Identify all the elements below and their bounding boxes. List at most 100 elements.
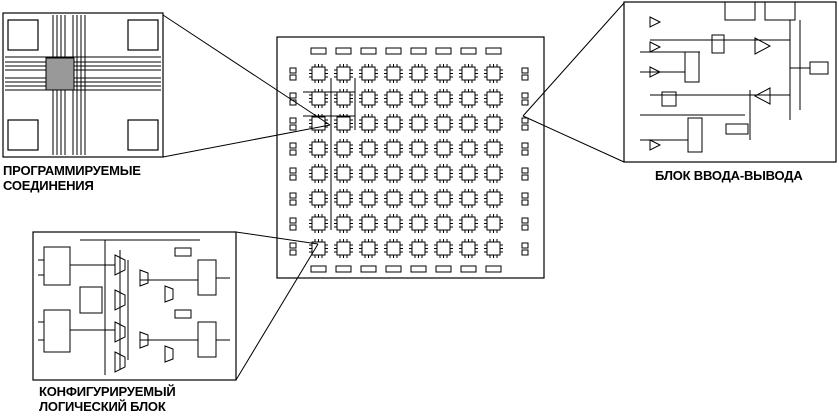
logic-block — [359, 64, 378, 83]
interconnect-lines — [5, 15, 161, 155]
interconnect-label: ПРОГРАММИРУЕМЫЕ СОЕДИНЕНИЯ — [3, 163, 141, 193]
logic-block — [309, 114, 328, 133]
logic-block — [359, 114, 378, 133]
logic-block — [384, 164, 403, 183]
logic-block — [359, 214, 378, 233]
logic-block — [384, 189, 403, 208]
logic-block — [434, 189, 453, 208]
io-pad — [385, 265, 402, 273]
io-pad — [521, 224, 529, 231]
logic-block — [434, 164, 453, 183]
io-pad — [289, 149, 297, 156]
io-pad — [521, 74, 529, 81]
io-pad — [485, 47, 502, 55]
logic-block — [409, 114, 428, 133]
io-pad — [485, 265, 502, 273]
io-pad — [289, 74, 297, 81]
io-block-label-text: БЛОК ВВОДА-ВЫВОДА — [655, 168, 803, 183]
logic-block — [334, 139, 353, 158]
io-pad — [521, 217, 529, 224]
io-pad — [335, 47, 352, 55]
logic-block — [359, 239, 378, 258]
io-pad — [289, 99, 297, 106]
logic-block — [434, 214, 453, 233]
logic-block — [359, 189, 378, 208]
logic-block — [484, 239, 503, 258]
logic-block — [309, 139, 328, 158]
logic-block — [359, 139, 378, 158]
logic-block — [384, 214, 403, 233]
logic-block — [359, 164, 378, 183]
interconnect-label-line2: СОЕДИНЕНИЯ — [3, 178, 94, 193]
io-pad — [289, 124, 297, 131]
logic-block — [384, 139, 403, 158]
logic-block — [409, 64, 428, 83]
logic-block — [459, 139, 478, 158]
io-pad — [521, 199, 529, 206]
logic-block — [459, 89, 478, 108]
io-pad — [521, 174, 529, 181]
io-pad — [521, 149, 529, 156]
logic-block — [334, 239, 353, 258]
io-pad — [289, 92, 297, 99]
io-pad — [360, 47, 377, 55]
interconnect-label-line1: ПРОГРАММИРУЕМЫЕ — [3, 163, 141, 178]
logic-block — [334, 114, 353, 133]
io-pad — [289, 167, 297, 174]
io-pad — [289, 67, 297, 74]
io-pad — [360, 265, 377, 273]
io-pad — [435, 47, 452, 55]
logic-block — [484, 89, 503, 108]
io-pad — [521, 242, 529, 249]
logic-block — [459, 164, 478, 183]
io-pad — [521, 67, 529, 74]
logic-block — [334, 189, 353, 208]
logic-block — [409, 164, 428, 183]
io-pad — [410, 47, 427, 55]
logic-block — [409, 214, 428, 233]
io-pad — [521, 124, 529, 131]
logic-block — [359, 89, 378, 108]
switch-box — [45, 57, 75, 91]
io-pad — [521, 92, 529, 99]
io-pad — [310, 265, 327, 273]
logic-block — [459, 239, 478, 258]
logic-block — [409, 239, 428, 258]
logic-block — [334, 164, 353, 183]
logic-block — [434, 64, 453, 83]
logic-block — [309, 239, 328, 258]
io-pad — [310, 47, 327, 55]
io-pad — [435, 265, 452, 273]
logic-block — [434, 114, 453, 133]
logic-block — [459, 189, 478, 208]
io-pad — [335, 265, 352, 273]
io-pad — [289, 117, 297, 124]
io-pad — [289, 217, 297, 224]
clb-callout-box — [32, 231, 237, 381]
io-pad — [289, 174, 297, 181]
logic-block — [484, 189, 503, 208]
io-pad — [289, 249, 297, 256]
interconnect-callout-box — [2, 12, 164, 158]
clb-label-line2: ЛОГИЧЕСКИЙ БЛОК — [39, 399, 166, 414]
logic-block — [434, 139, 453, 158]
io-pad — [289, 224, 297, 231]
logic-block — [384, 114, 403, 133]
io-pad — [521, 167, 529, 174]
clb-label: КОНФИГУРИРУЕМЫЙ ЛОГИЧЕСКИЙ БЛОК — [39, 384, 176, 414]
logic-block — [309, 164, 328, 183]
logic-block — [309, 189, 328, 208]
logic-block — [459, 114, 478, 133]
io-block-callout-box — [623, 1, 837, 163]
logic-block — [459, 64, 478, 83]
io-pad — [521, 249, 529, 256]
interconnect-corner-blocks — [7, 19, 159, 151]
io-pad — [410, 265, 427, 273]
logic-block — [384, 239, 403, 258]
logic-block — [309, 64, 328, 83]
logic-block — [309, 214, 328, 233]
io-block-label: БЛОК ВВОДА-ВЫВОДА — [655, 168, 803, 183]
logic-block — [409, 139, 428, 158]
io-pad — [521, 142, 529, 149]
logic-block — [434, 89, 453, 108]
